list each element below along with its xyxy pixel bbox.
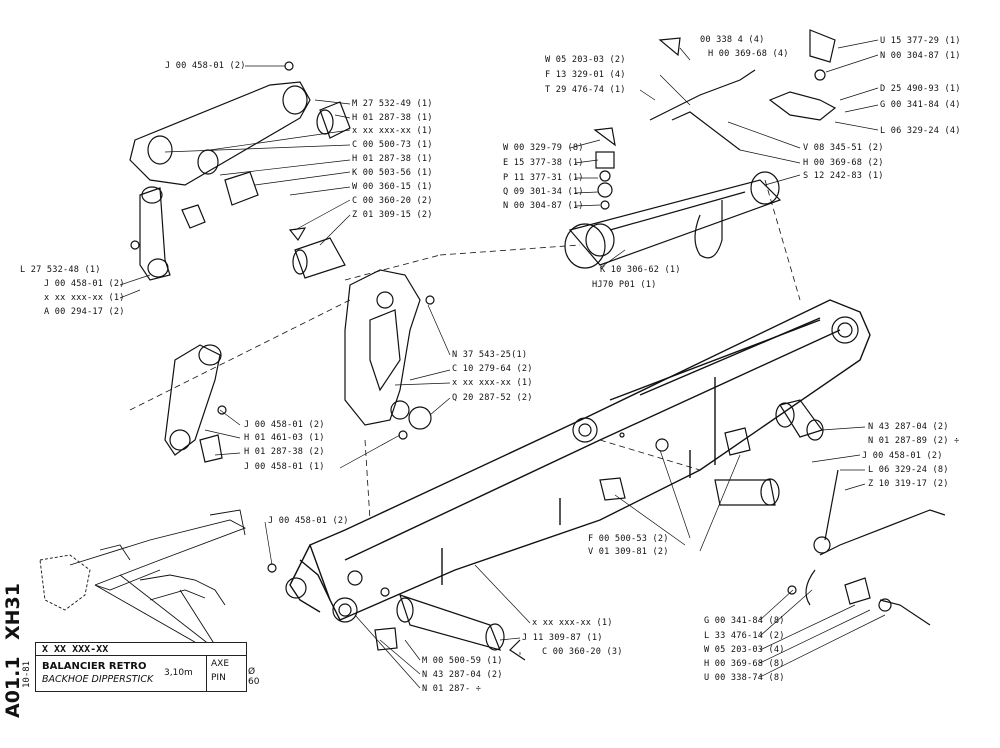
group-code: XH31 (2, 583, 24, 640)
arm-link-bore (332, 597, 358, 623)
arm-top-bore (831, 316, 859, 344)
title-block: X XX XXX-XX BALANCIER RETRO BACKHOE DIPP… (35, 642, 259, 692)
callout-u15-377-29: U 15 377-29 (1) (880, 36, 961, 46)
callout-f00-500-53: F 00 500-53 (2) (588, 534, 669, 544)
callout-h01-461-03: H 01 461-03 (1) (244, 433, 325, 443)
callout-xx-top-link: x xx xxx-xx (1) (352, 126, 433, 136)
page-code: A01.1 (2, 656, 24, 718)
callout-n43-287-04-a: N 43 287-04 (2) (868, 422, 949, 432)
callout-a00-294-17: A 00 294-17 (2) (44, 307, 125, 317)
callout-m00-500-59: M 00 500-59 (1) (422, 656, 503, 666)
callout-h00-369-68-a: H 00 369-68 (4) (708, 49, 789, 59)
callout-j00-458-01-side: J 00 458-01 (2) (44, 279, 125, 289)
machine-overview-thumbnail (39, 509, 247, 646)
callout-h00-369-68-c: H 00 369-68 (8) (704, 659, 785, 669)
callout-j00-458-01-arm: J 00 458-01 (2) (268, 516, 349, 526)
callout-n00-304-87-a: N 00 304-87 (1) (503, 201, 584, 211)
callout-v01-309-81: V 01 309-81 (2) (588, 547, 669, 557)
revision-code: 10-81 (22, 660, 32, 688)
dipperstick-arm (289, 299, 871, 621)
pin-j11-309-87 (396, 594, 505, 651)
callout-f13-329-01: F 13 329-01 (4) (545, 70, 626, 80)
arm-length: 3,10m (164, 668, 193, 678)
top-link (129, 81, 351, 206)
callout-j11-309-87: J 11 309-87 (1) (522, 633, 603, 643)
title-fr: BALANCIER RETRO (42, 661, 147, 672)
callout-xx-side-link: x xx xxx-xx (1) (44, 293, 125, 303)
bucket-cylinder (564, 171, 782, 269)
callout-u00-338-74: U 00 338-74 (8) (704, 673, 785, 683)
callout-q20-287-52: Q 20 287-52 (2) (452, 393, 533, 403)
callout-xx-bracket: x xx xxx-xx (1) (452, 378, 533, 388)
callout-n37-543-25: N 37 543-25(1) (452, 350, 528, 360)
pin-v01-309-81 (714, 478, 780, 506)
callout-w00-360-15: W 00 360-15 (1) (352, 182, 433, 192)
arm-bucket-bore (285, 577, 307, 599)
callout-l27-532-48: L 27 532-48 (1) (20, 265, 101, 275)
callout-c00-500-73: C 00 500-73 (1) (352, 140, 433, 150)
bucket-link-bracket (344, 269, 432, 430)
callout-k00-503-56: K 00 503-56 (1) (352, 168, 433, 178)
callout-t29-476-74: T 29 476-74 (1) (545, 85, 626, 95)
callout-c00-360-20-a: C 00 360-20 (2) (352, 196, 433, 206)
callout-w05-203-03-b: W 05 203-03 (4) (704, 645, 785, 655)
clip-c00-360-20 (288, 227, 307, 242)
callout-l33-476-14: L 33 476-14 (2) (704, 631, 785, 641)
callout-l06-329-24-a: L 06 329-24 (4) (880, 126, 961, 136)
callout-j00-458-01-top: J 00 458-01 (2) (165, 61, 246, 71)
grease-line-right (787, 469, 946, 626)
callout-e15-377-38: E 15 377-38 (1) (503, 158, 584, 168)
callout-v08-345-51: V 08 345-51 (2) (803, 143, 884, 153)
callout-n00-304-87-b: N 00 304-87 (1) (880, 51, 961, 61)
callout-d25-490-93: D 25 490-93 (1) (880, 84, 961, 94)
callout-hj70-p01: HJ70 P01 (1) (592, 280, 657, 290)
callout-s12-242-83: S 12 242-83 (1) (803, 171, 884, 181)
callout-j00-458-01-one: J 00 458-01 (1) (244, 462, 325, 472)
dogbone-link (164, 344, 223, 463)
callout-n01-287-89: N 01 287-89 (2) ÷ (868, 436, 960, 446)
callout-g00-341-84-a: G 00 341-84 (4) (880, 100, 961, 110)
callout-z01-309-15: Z 01 309-15 (2) (352, 210, 433, 220)
arm-cylinder-bore (572, 417, 598, 443)
callout-u00-338-a: 00 338 4 (4) (700, 35, 765, 45)
title-block-ref: X XX XXX-XX (36, 643, 246, 656)
callout-c00-360-20-b: C 00 360-20 (3) (542, 647, 623, 657)
callout-p11-377-31: P 11 377-31 (1) (503, 173, 584, 183)
callout-n01-287-partial: N 01 287- ÷ (422, 684, 482, 694)
pin-diameter: Ø 60 (248, 667, 260, 687)
callout-q09-301-34: Q 09 301-34 (1) (503, 187, 584, 197)
axe-label: AXE (211, 659, 230, 669)
callout-j00-458-01-right: J 00 458-01 (2) (862, 451, 943, 461)
callout-w00-329-79: W 00 329-79 (8) (503, 143, 584, 153)
title-en: BACKHOE DIPPERSTICK (42, 674, 154, 685)
callout-h01-287-38-a: H 01 287-38 (1) (352, 113, 433, 123)
callout-m27-532-49: M 27 532-49 (1) (352, 99, 433, 109)
callout-h01-287-38-c: H 01 287-38 (2) (244, 447, 325, 457)
title-divider (206, 656, 207, 691)
callout-j00-458-01-link: J 00 458-01 (2) (244, 420, 325, 430)
callout-h00-369-68-b: H 00 369-68 (2) (803, 158, 884, 168)
pin-z01-309-15 (292, 237, 346, 279)
callout-w05-203-03-a: W 05 203-03 (2) (545, 55, 626, 65)
callout-h01-287-38-b: H 01 287-38 (1) (352, 154, 433, 164)
callout-n43-287-04-b: N 43 287-04 (2) (422, 670, 503, 680)
callout-z10-319-17: Z 10 319-17 (2) (868, 479, 949, 489)
side-link (139, 186, 206, 281)
pin-label: PIN (211, 673, 226, 683)
callout-k10-306-62: K 10 306-62 (1) (600, 265, 681, 275)
callout-g00-341-84-b: G 00 341-84 (8) (704, 616, 785, 626)
callout-c10-279-64: C 10 279-64 (2) (452, 364, 533, 374)
callout-l06-329-24-b: L 06 329-24 (8) (868, 465, 949, 475)
callout-xx-arm: x xx xxx-xx (1) (532, 618, 613, 628)
